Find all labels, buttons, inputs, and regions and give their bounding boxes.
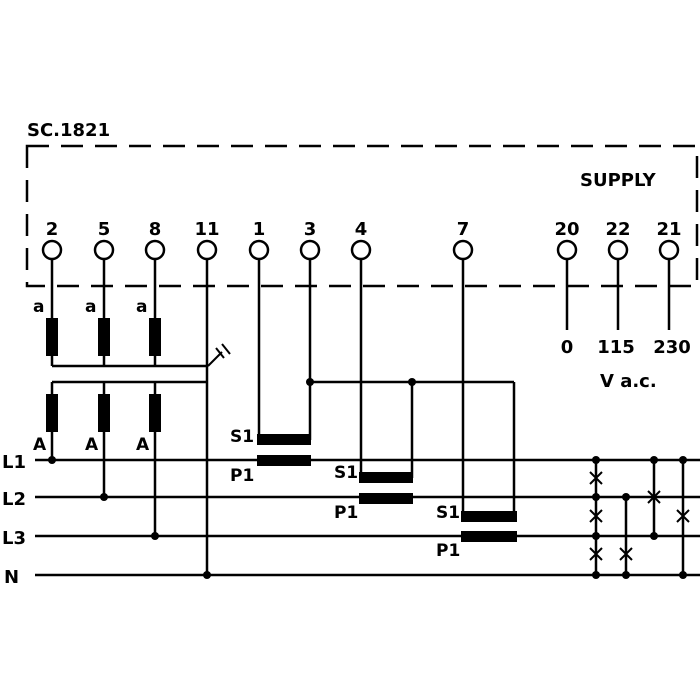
- earth-symbol-2: [221, 343, 231, 355]
- supply-voltage-115: 115: [597, 337, 635, 358]
- terminal-22: [607, 239, 629, 261]
- earth-symbol-1: [215, 347, 225, 359]
- vt-primary-coil-1: [46, 394, 58, 432]
- line-label-n: N: [4, 567, 19, 588]
- terminal-7: [452, 239, 474, 261]
- terminal-4: [350, 239, 372, 261]
- vt-secondary-coil-1: [46, 318, 58, 356]
- vt-primary-label-2: A: [85, 435, 99, 455]
- supply-voltage-230: 230: [653, 337, 691, 358]
- line-label-l2: L2: [2, 489, 26, 510]
- terminal-8: [144, 239, 166, 261]
- ct3-secondary: [461, 511, 517, 522]
- model-label: SC.1821: [27, 120, 110, 141]
- terminal-label-4: 4: [355, 219, 368, 240]
- terminal-label-1: 1: [253, 219, 266, 240]
- terminal-label-21: 21: [656, 219, 681, 240]
- earth-link: [207, 351, 223, 367]
- terminal-label-11: 11: [194, 219, 219, 240]
- terminal-3: [299, 239, 321, 261]
- terminal-label-5: 5: [98, 219, 111, 240]
- ct1-secondary: [257, 434, 311, 445]
- terminal-label-22: 22: [605, 219, 630, 240]
- ct3-primary: [461, 531, 517, 542]
- line-label-l3: L3: [2, 528, 26, 549]
- ct2-primary: [359, 493, 413, 504]
- vt-secondary-label-1: a: [33, 297, 44, 317]
- ct1-primary-label: P1: [230, 466, 254, 486]
- vt-primary-coil-2: [98, 394, 110, 432]
- terminal-label-3: 3: [304, 219, 317, 240]
- supply-unit: V a.c.: [600, 371, 657, 392]
- junction-dots: [48, 378, 687, 579]
- vt-primary-label-3: A: [136, 435, 150, 455]
- terminal-5: [93, 239, 115, 261]
- ct2-primary-label: P1: [334, 503, 358, 523]
- line-label-l1: L1: [2, 452, 26, 473]
- ct1-primary: [257, 455, 311, 466]
- vt-primary-label-1: A: [33, 435, 47, 455]
- ct3-secondary-label: S1: [436, 503, 460, 523]
- terminal-2: [41, 239, 63, 261]
- ct1-secondary-label: S1: [230, 427, 254, 447]
- device-enclosure: [25, 144, 699, 288]
- supply-label: SUPPLY: [580, 170, 657, 191]
- terminal-1: [248, 239, 270, 261]
- ct3-primary-label: P1: [436, 541, 460, 561]
- vt-secondary-coil-3: [149, 318, 161, 356]
- terminal-label-8: 8: [149, 219, 162, 240]
- terminal-21: [658, 239, 680, 261]
- terminal-label-20: 20: [554, 219, 579, 240]
- link-cross-marks: [589, 471, 690, 561]
- terminal-11: [196, 239, 218, 261]
- vt-secondary-coil-2: [98, 318, 110, 356]
- ct2-secondary: [359, 472, 413, 483]
- ct2-secondary-label: S1: [334, 463, 358, 483]
- supply-voltage-0: 0: [561, 337, 574, 358]
- terminal-20: [556, 239, 578, 261]
- vt-secondary-label-2: a: [85, 297, 96, 317]
- vt-primary-coil-3: [149, 394, 161, 432]
- terminal-label-2: 2: [46, 219, 59, 240]
- vt-secondary-label-3: a: [136, 297, 147, 317]
- terminal-label-7: 7: [457, 219, 470, 240]
